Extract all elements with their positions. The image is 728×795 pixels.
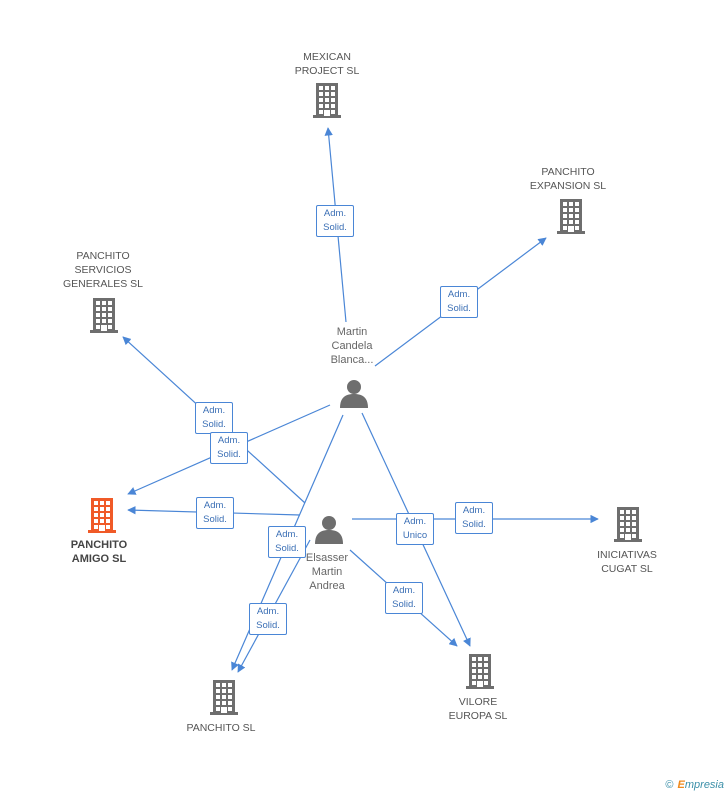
empresia-footer: ©Empresia	[665, 779, 724, 791]
company-label-servicios[interactable]: PANCHITO SERVICIOS GENERALES SL	[63, 250, 143, 290]
building-icon-amigo[interactable]	[88, 497, 116, 538]
building-icon-mexican[interactable]	[313, 82, 341, 123]
company-label-expansion[interactable]: PANCHITO EXPANSION SL	[529, 166, 607, 192]
person-icon-martin[interactable]	[339, 378, 369, 413]
company-label-mexican[interactable]: MEXICAN PROJECT SL	[294, 51, 360, 77]
relation-label-elsasser-panchito[interactable]: Adm. Solid.	[249, 603, 287, 635]
relation-label-elsasser-amigo[interactable]: Adm. Solid.	[196, 497, 234, 529]
building-icon-expansion[interactable]	[557, 198, 585, 239]
company-label-vilore[interactable]: VILORE EUROPA SL	[448, 696, 508, 722]
person-label-elsasser[interactable]: Elsasser Martin Andrea	[305, 552, 349, 592]
person-label-martin[interactable]: Martin Candela Blanca...	[330, 326, 374, 366]
relation-label-martin-panchito[interactable]: Adm. Solid.	[268, 526, 306, 558]
brand-name: mpresia	[684, 779, 724, 791]
building-icon-servicios[interactable]	[90, 297, 118, 338]
building-icon-panchito[interactable]	[210, 679, 238, 720]
copyright-icon: ©	[665, 779, 674, 791]
relation-label-martin-vilore[interactable]: Adm. Unico	[396, 513, 434, 545]
person-icon-elsasser[interactable]	[314, 514, 344, 549]
relation-label-elsasser-servicios[interactable]: Adm. Solid.	[195, 402, 233, 434]
building-icon-vilore[interactable]	[466, 653, 494, 694]
relation-label-martin-expansion[interactable]: Adm. Solid.	[440, 286, 478, 318]
relation-label-martin-amigo[interactable]: Adm. Solid.	[210, 432, 248, 464]
relation-label-elsasser-iniciativas[interactable]: Adm. Solid.	[455, 502, 493, 534]
company-label-amigo[interactable]: PANCHITO AMIGO SL	[70, 539, 128, 565]
company-label-panchito[interactable]: PANCHITO SL	[186, 722, 256, 734]
relation-label-martin-mexican[interactable]: Adm. Solid.	[316, 205, 354, 237]
brand-initial: E	[677, 779, 685, 791]
company-label-iniciativas[interactable]: INICIATIVAS CUGAT SL	[597, 549, 657, 575]
building-icon-iniciativas[interactable]	[614, 506, 642, 547]
relation-label-elsasser-vilore[interactable]: Adm. Solid.	[385, 582, 423, 614]
